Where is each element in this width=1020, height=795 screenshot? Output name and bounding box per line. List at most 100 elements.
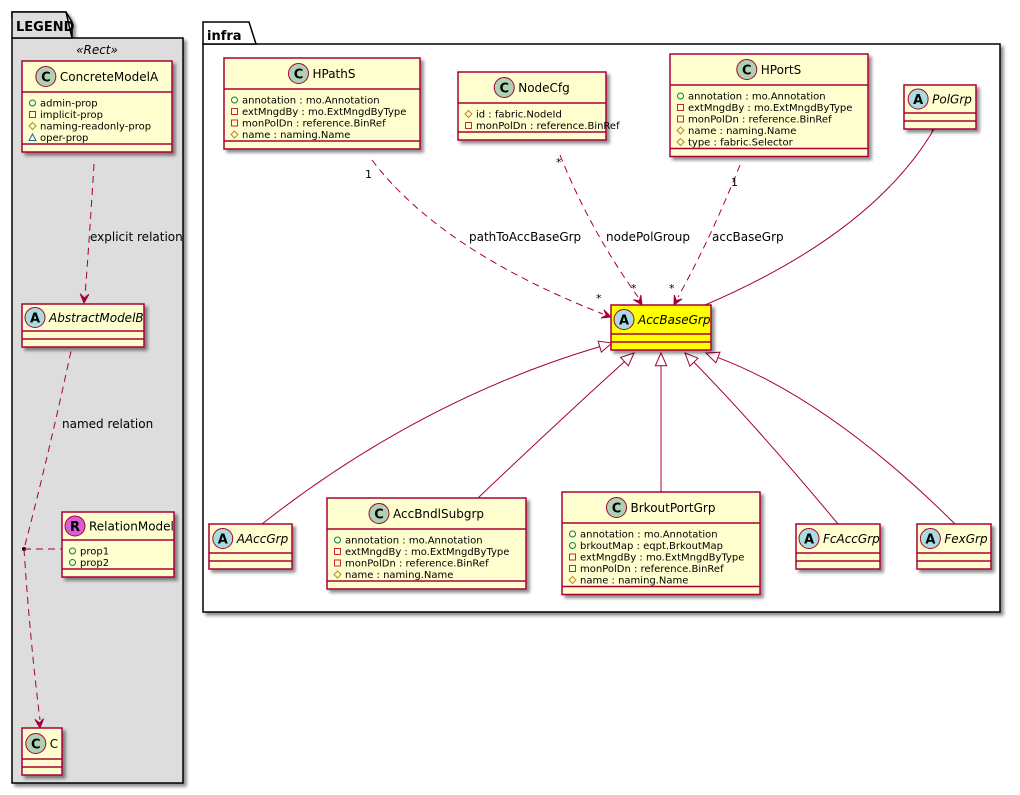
class-name: AccBaseGrp [637, 313, 711, 327]
attribute-text: monPolDn : reference.BinRef [476, 121, 620, 132]
public-visibility-icon [677, 92, 684, 100]
private-visibility-icon [334, 559, 341, 567]
public-visibility-icon [69, 547, 76, 555]
protected-visibility-icon [676, 137, 685, 147]
multiplicity-label: * [556, 156, 562, 169]
abstract-class-icon: A [919, 528, 941, 549]
private-visibility-icon [569, 553, 576, 561]
class-name: PolGrp [932, 93, 972, 107]
class-kind-circle [919, 528, 941, 549]
class-attribute: monPolDn : reference.BinRef [677, 115, 832, 126]
class-kind-letter: A [619, 314, 629, 329]
attribute-text: monPolDn : reference.BinRef [688, 115, 832, 126]
class-attribute: monPolDn : reference.BinRef [569, 564, 724, 575]
attribute-text: annotation : mo.Annotation [580, 530, 718, 541]
class-polgrp[interactable]: A PolGrp [903, 84, 977, 130]
class-attribute: brkoutMap : eqpt.BrkoutMap [569, 541, 723, 552]
class-icon: C [736, 59, 758, 80]
class-kind-letter: R [70, 520, 80, 535]
inheritance-arrow-head [654, 351, 668, 367]
attribute-text: monPolDn : reference.BinRef [242, 119, 386, 130]
class-kind-letter: C [374, 508, 384, 523]
multiplicity-label: * [631, 282, 637, 295]
inheritance-arrow-head [597, 340, 614, 353]
attribute-text: name : naming.Name [580, 576, 688, 587]
class-kind-letter: C [742, 64, 752, 79]
class-name: RelationModel [89, 520, 174, 534]
class-fexgrp[interactable]: A FexGrp [916, 523, 992, 570]
class-kind-letter: A [913, 93, 923, 108]
named-relation-arrow-head [34, 718, 45, 730]
private-visibility-icon [569, 565, 576, 572]
class-kind-circle [35, 66, 57, 87]
inheritance-edge [693, 361, 839, 525]
class-attribute: oper-prop [28, 132, 88, 144]
class-attribute: prop2 [69, 558, 109, 569]
attribute-text: id : fabric.NodeId [476, 110, 562, 121]
attribute-text: prop2 [80, 558, 109, 569]
class-name: FcAccGrp [823, 532, 880, 546]
attribute-text: name : naming.Name [688, 126, 796, 137]
class-attribute: annotation : mo.Annotation [231, 96, 380, 107]
class-icon: C [368, 503, 390, 524]
private-visibility-icon [334, 548, 341, 555]
class-name: AbstractModelB [48, 311, 144, 325]
class-kind-circle [368, 503, 390, 524]
legend-package: LEGEND «Rect» [11, 11, 184, 784]
class-kind-letter: A [30, 312, 40, 327]
protected-visibility-icon [464, 109, 473, 119]
class-attribute: name : naming.Name [333, 570, 453, 581]
class-attribute: prop1 [69, 547, 109, 558]
class-kind-circle [64, 515, 86, 537]
class-attribute: annotation : mo.Annotation [569, 530, 718, 541]
class-abstract[interactable]: A AbstractModelB [21, 303, 145, 348]
class-name: ConcreteModelA [60, 70, 159, 84]
attribute-text: name : naming.Name [345, 570, 453, 581]
legend-package-body [11, 37, 184, 784]
named-relation-target-edge [23, 548, 41, 721]
association-arrow-head [600, 309, 613, 319]
class-kind-letter: A [925, 533, 935, 548]
public-visibility-icon [569, 542, 576, 549]
public-visibility-icon [29, 99, 36, 107]
class-kind-circle [25, 733, 47, 754]
class-kind-circle [606, 497, 628, 518]
explicit-relation-arrow-head [79, 293, 90, 305]
class-icon: C [606, 497, 628, 518]
class-accbasegrp[interactable]: A AccBaseGrp [610, 304, 712, 351]
attribute-text: name : naming.Name [242, 130, 350, 141]
association-label: nodePolGroup [606, 230, 690, 244]
class-box [457, 71, 607, 141]
class-attribute: name : naming.Name [568, 576, 688, 587]
class-attribute: name : naming.Name [676, 126, 796, 137]
class-name: AccBndlSubgrp [393, 507, 484, 521]
class-attribute: admin-prop [29, 99, 98, 110]
protected-visibility-icon [676, 126, 685, 135]
class-kind-circle [798, 528, 820, 549]
private-visibility-icon [465, 122, 472, 129]
class-name: BrkoutPortGrp [631, 501, 716, 515]
class-name: FexGrp [944, 532, 988, 546]
public-visibility-icon [69, 559, 76, 566]
attribute-text: annotation : mo.Annotation [688, 92, 826, 103]
public-visibility-icon [231, 96, 238, 104]
attribute-text: implicit-prop [40, 110, 103, 121]
class-kind-circle [493, 77, 515, 98]
class-kind-letter: C [294, 68, 304, 83]
legend-stereotype: «Rect» [76, 43, 118, 57]
explicit-relation-edge [84, 163, 95, 297]
class-icon: C [493, 77, 515, 98]
multiplicity-label: * [669, 282, 675, 295]
named-relation-edge [23, 327, 77, 550]
